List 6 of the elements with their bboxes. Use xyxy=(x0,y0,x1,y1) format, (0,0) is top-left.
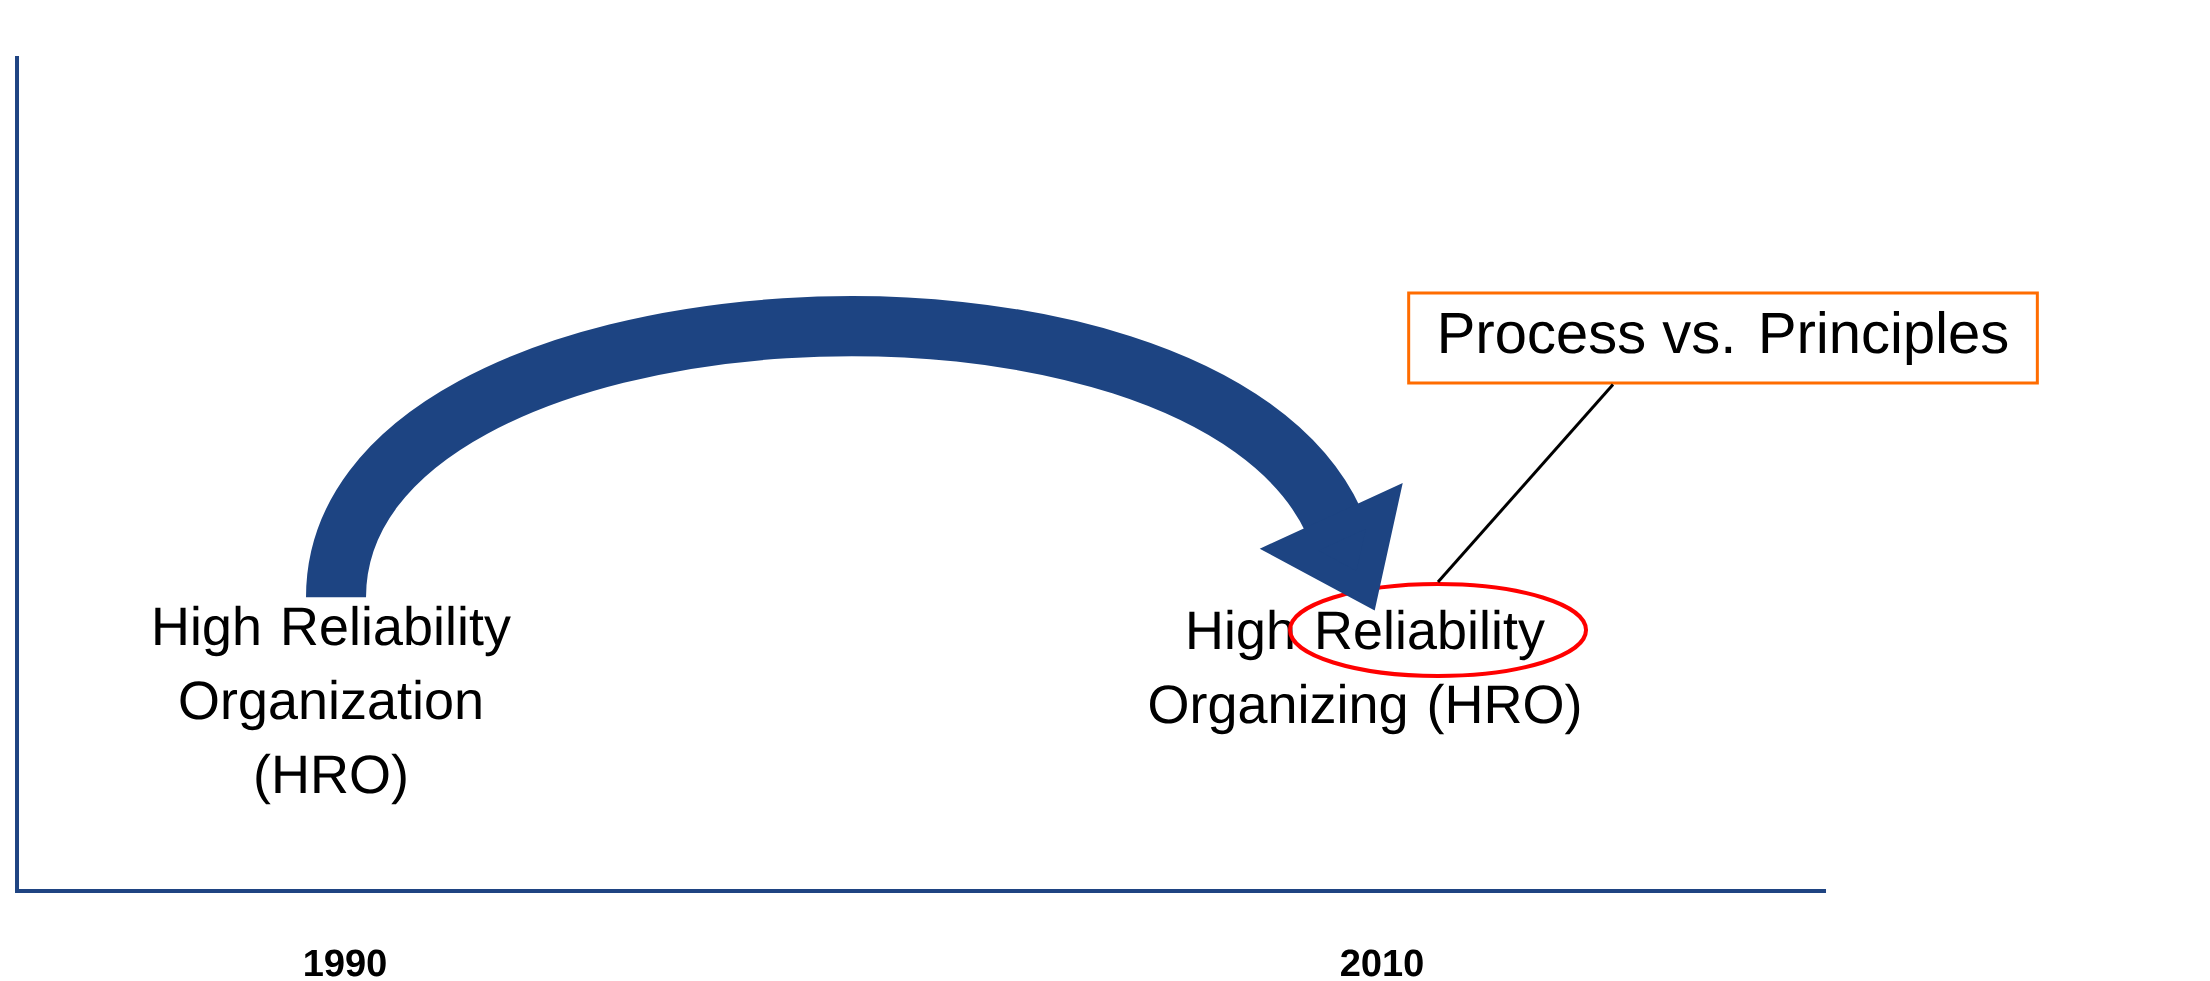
timeline-label: High Reliability Organizing (HRO) xyxy=(1150,609,1580,735)
year-label: 1990 xyxy=(305,949,386,977)
timeline-label: High Reliability Organization (HRO) xyxy=(155,605,511,805)
process-box: Process vs. Principles xyxy=(1407,291,2039,385)
leader-line xyxy=(1436,383,1615,583)
year-label: 2010 xyxy=(1341,949,1423,977)
